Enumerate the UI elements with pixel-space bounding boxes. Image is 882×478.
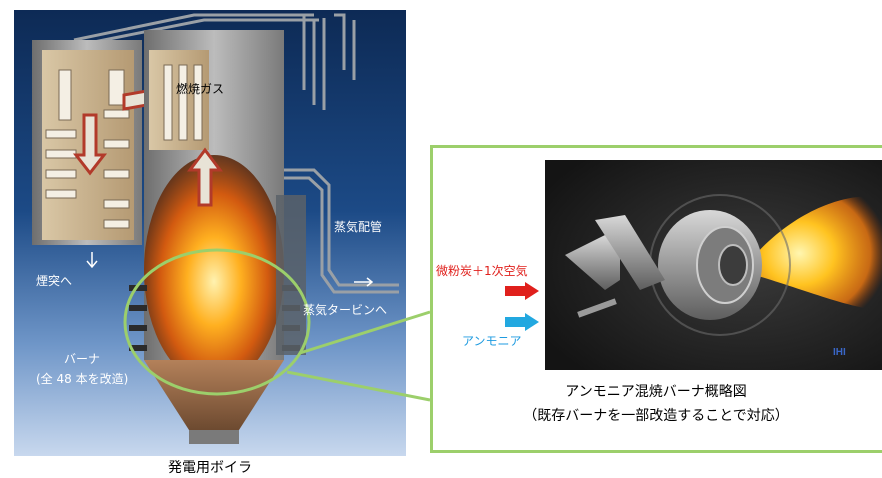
ammonia-inflow-arrow [505,313,539,331]
label-steam-pipe: 蒸気配管 [334,220,383,234]
burner-detail-frame [430,145,882,453]
boiler-illustration: 燃焼ガス 蒸気配管 煙突へ 蒸気タービンへ バーナ (全 48 本を改造) [14,10,406,456]
inlet-pipe [565,235,620,290]
burner-drawing: IHI [545,160,882,370]
burner-caption-note: （既存バーナを一部改造することで対応） [523,408,789,424]
to-chimney-arrow [86,252,98,269]
burner-flame [755,196,882,310]
gas-flow-down-arrow [72,113,108,176]
burner-caption-title: アンモニア混焼バーナ概略図 [565,384,747,400]
label-ammonia: アンモニア [462,334,522,348]
label-combustion-gas: 燃焼ガス [176,82,225,96]
burner-highlight-circle [123,248,311,396]
furnace-flame [144,155,284,385]
boiler-caption: 発電用ボイラ [168,460,252,476]
tube-banks [45,69,130,229]
coal-inflow-arrow [505,282,539,300]
label-burner: バーナ [64,352,101,366]
burner-render: IHI [545,160,882,370]
label-burner-count: (全 48 本を改造) [36,372,129,386]
top-pipes [73,13,356,110]
boiler-drawing [32,13,399,444]
label-coal-air: 微粉炭＋1次空気 [436,264,528,278]
label-to-steam-turbine: 蒸気タービンへ [303,303,388,317]
ihi-logo: IHI [833,347,846,358]
label-to-chimney: 煙突へ [36,274,73,288]
steam-pipes [284,168,399,294]
gas-flow-up-arrow [187,147,223,207]
to-turbine-arrow [354,277,374,287]
